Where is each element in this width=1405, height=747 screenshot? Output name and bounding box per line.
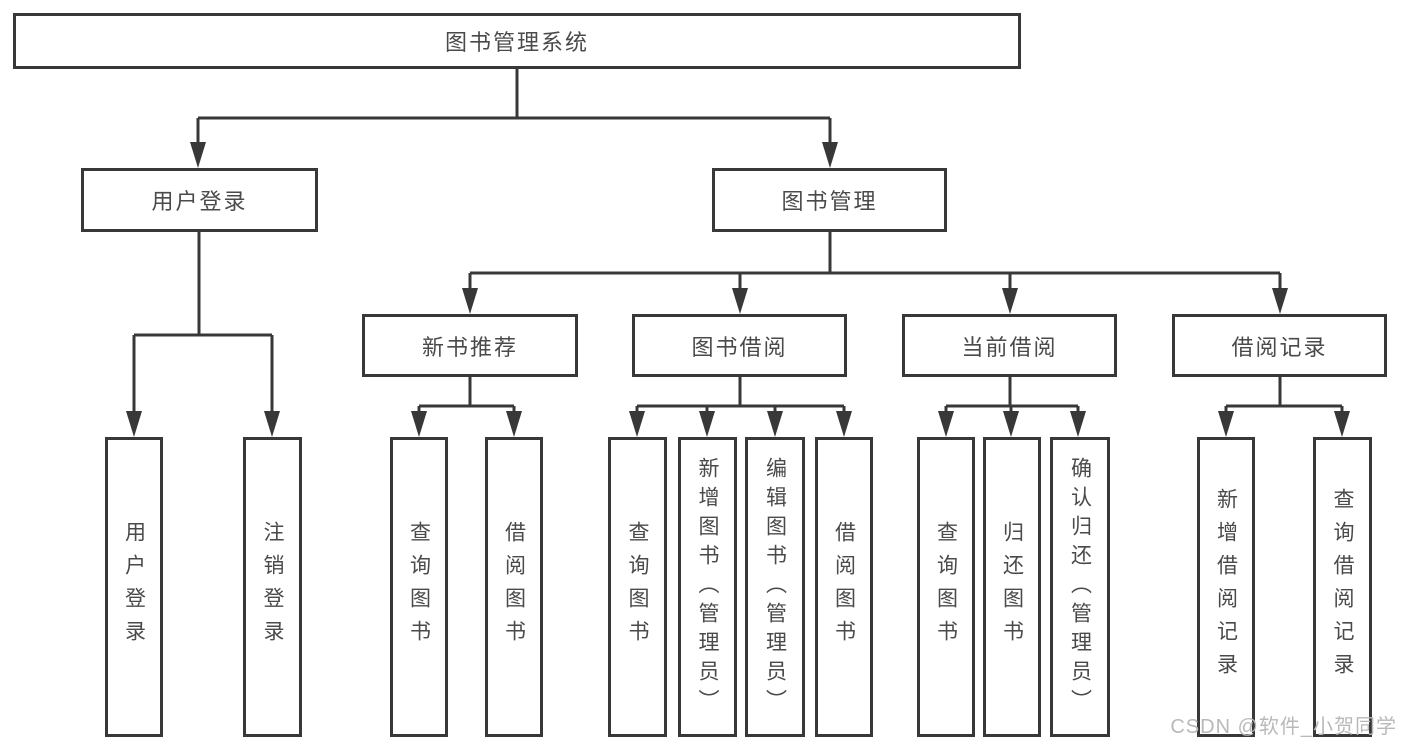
leaf-query-borrow-record-label: 查询借阅记录 (1331, 488, 1354, 686)
leaf-logout: 注销登录 (243, 437, 302, 737)
leaf-user-login: 用户登录 (105, 437, 163, 737)
leaf-borrow-book: 借阅图书 (815, 437, 873, 737)
leaf-add-borrow-record-label: 新增借阅记录 (1214, 488, 1238, 686)
node-book-borrow: 图书借阅 (632, 314, 847, 377)
node-user-login-branch: 用户登录 (81, 168, 318, 232)
leaf-return-book: 归还图书 (983, 437, 1041, 737)
connector-book-borrow-children (629, 377, 852, 437)
connector-root-to-level2 (190, 69, 838, 168)
leaf-edit-book-admin: 编辑图书（管理员） (745, 437, 805, 737)
node-book-management-branch-label: 图书管理 (781, 189, 878, 214)
leaf-borrow-query-book-label: 查询图书 (626, 521, 649, 653)
node-user-login-branch-label: 用户登录 (151, 189, 248, 214)
node-borrow-record: 借阅记录 (1172, 314, 1387, 377)
node-root-system-label: 图书管理系统 (444, 30, 589, 55)
connector-book-management-level3 (462, 232, 1288, 314)
connector-borrow-record-children (1218, 377, 1350, 437)
leaf-recommend-query-book-label: 查询图书 (407, 521, 431, 653)
connector-new-book-children (411, 377, 522, 437)
connector-current-borrow-children (938, 377, 1086, 437)
leaf-confirm-return-admin-label: 确认归还（管理员） (1068, 456, 1092, 718)
leaf-borrow-query-book: 查询图书 (608, 437, 667, 737)
leaf-current-query-book-label: 查询图书 (934, 521, 958, 653)
leaf-add-book-admin-label: 新增图书（管理员） (696, 456, 719, 718)
node-current-borrow: 当前借阅 (902, 314, 1117, 377)
leaf-add-borrow-record: 新增借阅记录 (1197, 437, 1255, 737)
leaf-user-login-label: 用户登录 (122, 521, 146, 653)
node-book-management-branch: 图书管理 (712, 168, 947, 232)
leaf-recommend-borrow-book-label: 借阅图书 (502, 521, 526, 653)
node-book-borrow-label: 图书借阅 (691, 334, 788, 360)
node-borrow-record-label: 借阅记录 (1231, 334, 1328, 360)
node-new-book-recommend-label: 新书推荐 (421, 334, 518, 360)
leaf-return-book-label: 归还图书 (1000, 521, 1024, 653)
leaf-recommend-borrow-book: 借阅图书 (485, 437, 543, 737)
leaf-current-query-book: 查询图书 (917, 437, 975, 737)
leaf-edit-book-admin-label: 编辑图书（管理员） (763, 456, 787, 718)
leaf-logout-label: 注销登录 (261, 521, 284, 653)
leaf-query-borrow-record: 查询借阅记录 (1313, 437, 1372, 737)
connector-user-login-children (126, 232, 280, 437)
node-root-system: 图书管理系统 (13, 13, 1021, 69)
leaf-recommend-query-book: 查询图书 (390, 437, 448, 737)
csdn-watermark: CSDN @软件_小贺同学 (1170, 716, 1397, 738)
leaf-borrow-book-label: 借阅图书 (832, 521, 856, 653)
leaf-add-book-admin: 新增图书（管理员） (678, 437, 737, 737)
node-new-book-recommend: 新书推荐 (362, 314, 578, 377)
leaf-confirm-return-admin: 确认归还（管理员） (1050, 437, 1110, 737)
node-current-borrow-label: 当前借阅 (961, 334, 1058, 360)
